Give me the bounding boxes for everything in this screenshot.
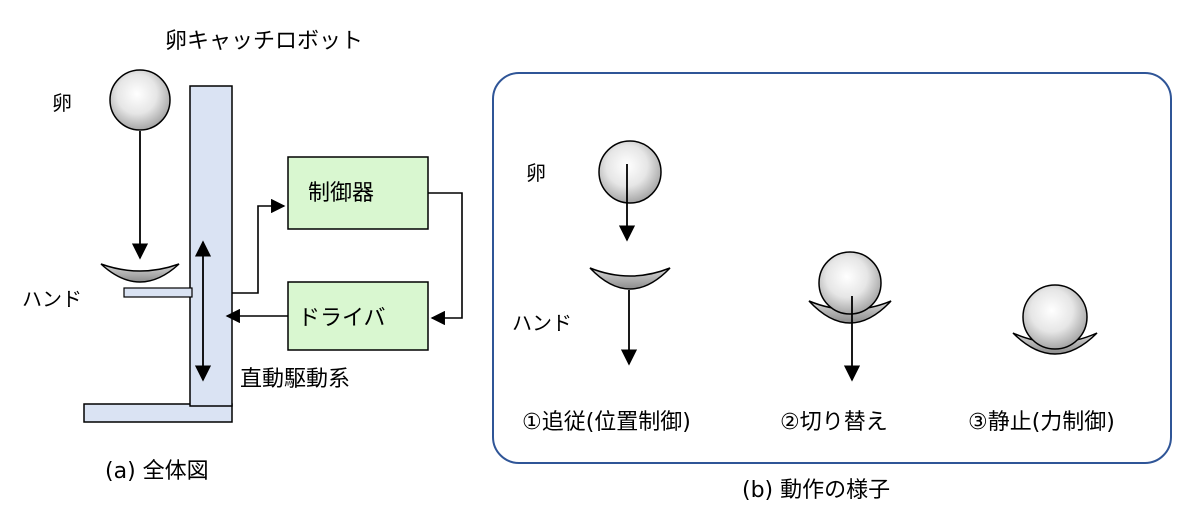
egg-step2 xyxy=(818,251,882,315)
hand-left xyxy=(100,263,180,283)
hand-label-left: ハンド xyxy=(22,287,82,311)
step1-label: ①追従(位置制御) xyxy=(522,410,691,435)
egg-label-right: 卵 xyxy=(526,161,546,185)
step3-label: ③静止(力制御) xyxy=(968,410,1115,435)
caption-a: (a) 全体図 xyxy=(105,459,209,484)
egg-step1 xyxy=(598,140,662,204)
hand-arm xyxy=(123,287,193,298)
controller-to-driver-line xyxy=(428,192,463,326)
egg-left xyxy=(109,69,171,131)
hand-label-right: ハンド xyxy=(512,311,572,335)
drive-system-label: 直動駆動系 xyxy=(240,367,350,392)
motion-panel xyxy=(492,72,1172,464)
controller-label: 制御器 xyxy=(308,181,374,206)
step2-label: ②切り替え xyxy=(780,410,888,435)
robot-title: 卵キャッチロボット xyxy=(165,29,363,54)
linear-drive-column xyxy=(189,85,233,407)
egg-label-left: 卵 xyxy=(52,91,72,115)
caption-b: (b) 動作の様子 xyxy=(742,478,890,503)
egg-step3 xyxy=(1022,284,1088,350)
driver-label: ドライバ xyxy=(298,306,386,331)
sensor-to-controller-line xyxy=(232,198,286,294)
base-plate xyxy=(83,403,233,423)
controller-box xyxy=(287,156,429,230)
hand-step1 xyxy=(589,267,671,290)
